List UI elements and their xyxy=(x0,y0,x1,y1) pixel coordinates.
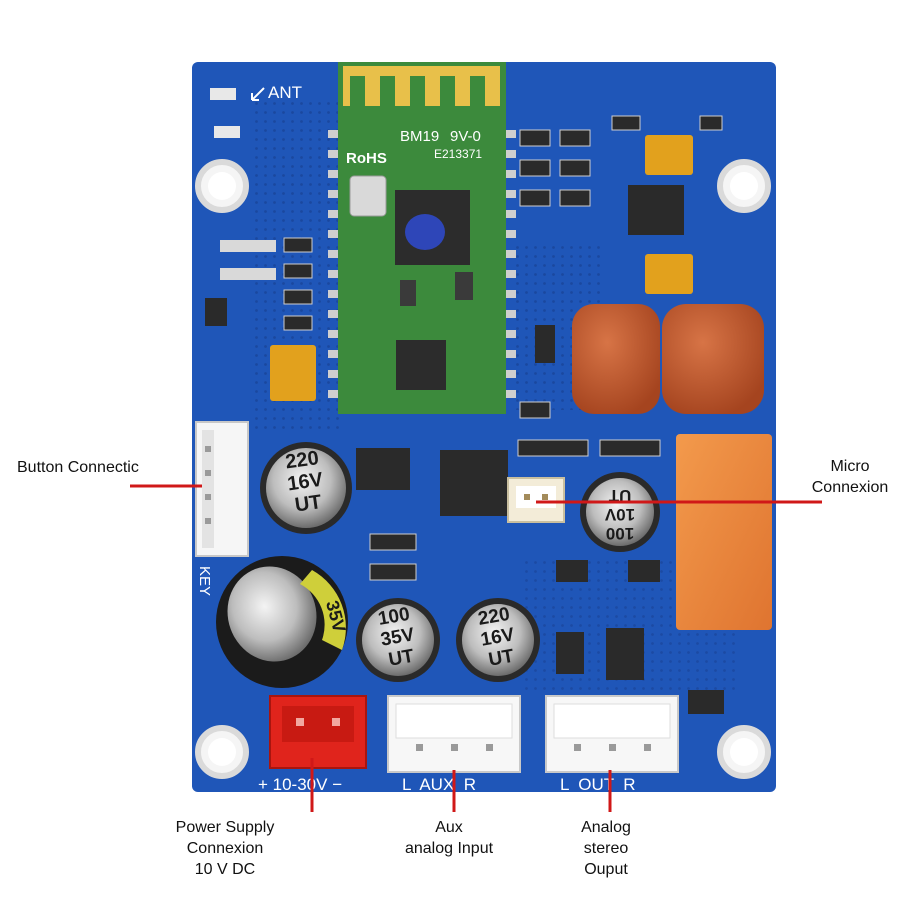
film-capacitors xyxy=(572,304,764,414)
aux-connector xyxy=(387,695,521,773)
label-line: Power Supply xyxy=(175,819,275,836)
button-connector xyxy=(195,421,249,557)
cap-value: 100 xyxy=(606,524,634,543)
label-line: Ouput xyxy=(584,861,628,878)
cap-voltage: 10V xyxy=(604,505,635,524)
module-code-label: 9V-0 xyxy=(450,128,481,145)
bluetooth-module: BM19 9V-0 E213371 RoHS xyxy=(328,62,516,414)
label-power-supply: Power Supply Connexion 10 V DC xyxy=(150,817,300,880)
label-line: stereo xyxy=(583,840,629,857)
out-silkscreen: L OUT R xyxy=(560,775,636,794)
cap-220-16v-b: 220 16V UT xyxy=(456,598,540,682)
cap-brand: UT xyxy=(293,491,322,516)
label-line: Analog xyxy=(581,819,631,836)
cap-value: 220 xyxy=(284,447,320,473)
cap-220-16v: 220 16V UT xyxy=(260,442,352,534)
relay xyxy=(676,434,772,630)
mounting-holes xyxy=(195,159,771,779)
label-line: Button Connectic xyxy=(17,459,139,476)
smd-components xyxy=(205,115,724,714)
label-line: Connexion xyxy=(811,479,889,496)
antenna-trace xyxy=(343,66,500,106)
label-analog-output: Analog stereo Ouput xyxy=(556,817,656,880)
leader-lines xyxy=(130,484,822,812)
label-line: Connexion xyxy=(186,840,264,857)
label-button-connector: Button Connectic xyxy=(17,457,139,478)
label-micro-connexion: Micro Connexion xyxy=(800,456,900,498)
label-aux-input: Aux analog Input xyxy=(384,817,514,859)
cap-100-35v: 100 35V UT xyxy=(356,598,440,682)
key-silkscreen: KEY xyxy=(196,566,213,596)
cap-brand: UT xyxy=(608,486,631,505)
cap-voltage: 16V xyxy=(286,469,325,496)
power-connector xyxy=(269,695,367,769)
aux-silkscreen: L AUX R xyxy=(402,775,476,794)
label-line: 10 V DC xyxy=(194,861,256,878)
cap-large-35v: 35V xyxy=(216,556,350,688)
module-serial-label: E213371 xyxy=(434,147,482,161)
ant-pad xyxy=(214,126,240,138)
cap-brand: UT xyxy=(487,646,516,671)
ant-silkscreen: ANT xyxy=(268,83,302,102)
cap-100-10v: 100 10V UT xyxy=(580,472,660,552)
ant-arrow-icon xyxy=(251,87,265,101)
power-silkscreen: + 10-30V − xyxy=(258,775,342,794)
ant-pad xyxy=(210,88,236,100)
cap-brand: UT xyxy=(387,646,416,671)
rohs-label: RoHS xyxy=(346,150,387,167)
label-line: analog Input xyxy=(404,840,494,857)
micro-connector xyxy=(507,477,565,523)
label-line: Aux xyxy=(435,819,463,836)
label-line: Micro xyxy=(830,458,870,475)
module-id-label: BM19 xyxy=(400,128,439,145)
out-connector xyxy=(545,695,679,773)
